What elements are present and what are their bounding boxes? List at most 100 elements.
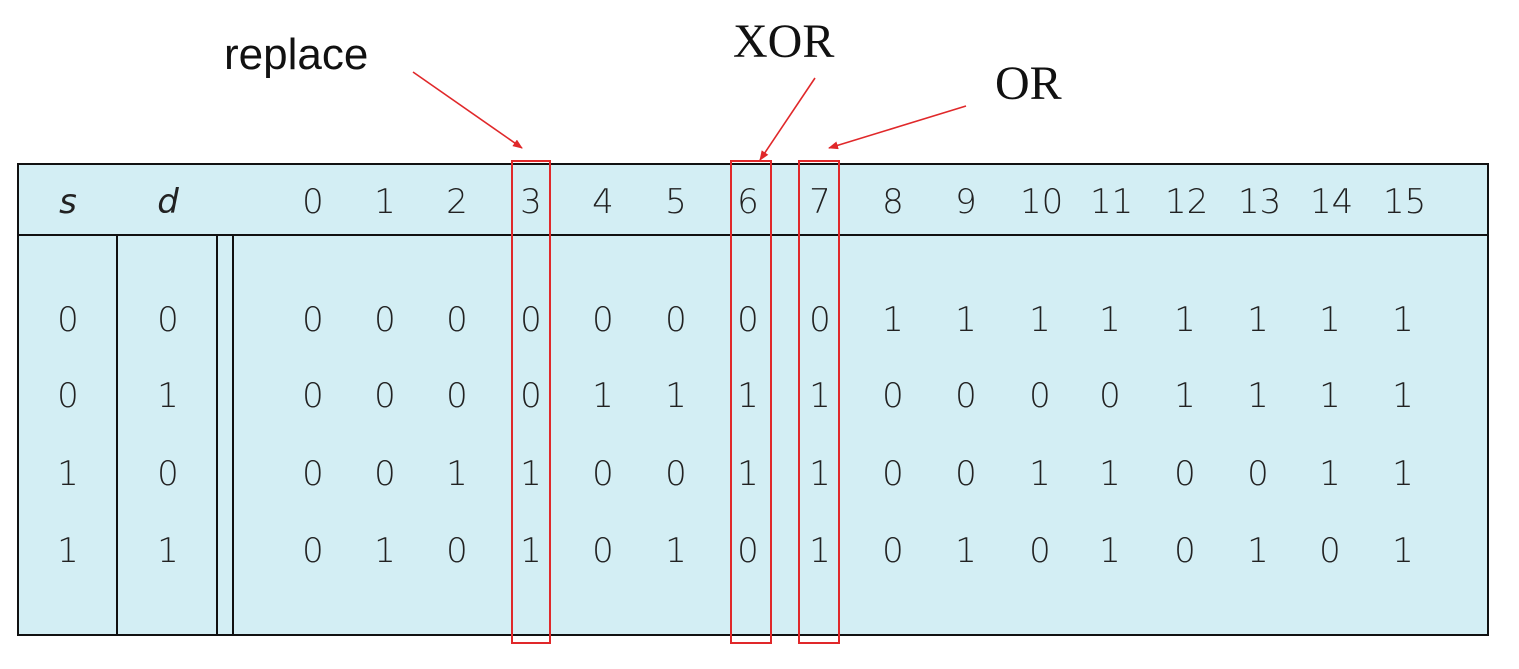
cell-row-3-col-3: 1: [520, 531, 542, 571]
cell-row-3-col-9: 1: [955, 531, 977, 571]
highlight-column-7: [798, 160, 840, 644]
header-divider: [17, 234, 1489, 236]
header-col-1: 1: [374, 182, 396, 222]
column-divider-d: [216, 236, 218, 636]
xor-label: XOR: [733, 15, 835, 68]
cell-row-1-col-10: 0: [1029, 376, 1051, 416]
cell-row-1-col-4: 1: [592, 376, 614, 416]
cell-row-1-col-12: 1: [1174, 376, 1196, 416]
cell-row-3-col-7: 1: [809, 531, 831, 571]
header-col-3: 3: [520, 182, 542, 222]
cell-row-2-col-1: 0: [374, 454, 396, 494]
cell-row-3-col-4: 0: [592, 531, 614, 571]
or-arrow: [828, 105, 967, 150]
cell-row-3-col-14: 0: [1319, 531, 1341, 571]
cell-row-0-col-15: 1: [1392, 300, 1414, 340]
cell-d-row-1: 1: [157, 376, 179, 416]
cell-row-0-col-4: 0: [592, 300, 614, 340]
cell-row-2-col-8: 0: [882, 454, 904, 494]
cell-row-0-col-1: 0: [374, 300, 396, 340]
header-col-7: 7: [809, 182, 831, 222]
header-col-6: 6: [737, 182, 759, 222]
cell-row-2-col-10: 1: [1029, 454, 1051, 494]
cell-s-row-3: 1: [57, 531, 79, 571]
truth-table: [17, 163, 1489, 636]
header-col-11: 11: [1090, 182, 1134, 222]
cell-s-row-2: 1: [57, 454, 79, 494]
cell-d-row-2: 0: [157, 454, 179, 494]
header-col-10: 10: [1020, 182, 1064, 222]
header-col-13: 13: [1238, 182, 1282, 222]
cell-row-1-col-13: 1: [1247, 376, 1269, 416]
header-col-9: 9: [955, 182, 977, 222]
cell-row-0-col-9: 1: [955, 300, 977, 340]
cell-row-2-col-6: 1: [737, 454, 759, 494]
cell-row-1-col-1: 0: [374, 376, 396, 416]
cell-row-3-col-12: 0: [1174, 531, 1196, 571]
cell-s-row-1: 0: [57, 376, 79, 416]
cell-row-2-col-4: 0: [592, 454, 614, 494]
cell-d-row-3: 1: [157, 531, 179, 571]
or-label: OR: [995, 57, 1062, 110]
cell-row-3-col-8: 0: [882, 531, 904, 571]
cell-row-1-col-0: 0: [302, 376, 324, 416]
cell-row-0-col-5: 0: [665, 300, 687, 340]
cell-row-3-col-2: 0: [446, 531, 468, 571]
header-col-4: 4: [592, 182, 614, 222]
cell-row-0-col-13: 1: [1247, 300, 1269, 340]
replace-label: replace: [224, 30, 369, 79]
cell-row-2-col-12: 0: [1174, 454, 1196, 494]
cell-row-1-col-14: 1: [1319, 376, 1341, 416]
cell-row-1-col-15: 1: [1392, 376, 1414, 416]
cell-row-3-col-11: 1: [1099, 531, 1121, 571]
header-col-15: 15: [1383, 182, 1427, 222]
highlight-column-6: [730, 160, 772, 644]
cell-row-0-col-14: 1: [1319, 300, 1341, 340]
cell-row-1-col-6: 1: [737, 376, 759, 416]
cell-d-row-0: 0: [157, 300, 179, 340]
highlight-column-3: [511, 160, 551, 644]
replace-arrow: [412, 71, 523, 149]
cell-row-0-col-6: 0: [737, 300, 759, 340]
cell-row-2-col-13: 0: [1247, 454, 1269, 494]
cell-row-2-col-11: 1: [1099, 454, 1121, 494]
cell-row-0-col-12: 1: [1174, 300, 1196, 340]
cell-row-1-col-2: 0: [446, 376, 468, 416]
xor-arrow: [759, 77, 816, 161]
cell-row-3-col-0: 0: [302, 531, 324, 571]
header-col-8: 8: [882, 182, 904, 222]
cell-row-2-col-14: 1: [1319, 454, 1341, 494]
cell-row-2-col-2: 1: [446, 454, 468, 494]
header-s: s: [59, 182, 77, 222]
cell-row-1-col-9: 0: [955, 376, 977, 416]
cell-row-1-col-5: 1: [665, 376, 687, 416]
cell-row-0-col-7: 0: [809, 300, 831, 340]
column-divider-double: [232, 236, 234, 636]
cell-row-0-col-0: 0: [302, 300, 324, 340]
header-col-14: 14: [1310, 182, 1354, 222]
cell-row-2-col-3: 1: [520, 454, 542, 494]
header-d: d: [157, 182, 179, 222]
cell-row-1-col-3: 0: [520, 376, 542, 416]
cell-row-1-col-7: 1: [809, 376, 831, 416]
cell-row-1-col-8: 0: [882, 376, 904, 416]
cell-row-3-col-15: 1: [1392, 531, 1414, 571]
cell-row-0-col-11: 1: [1099, 300, 1121, 340]
cell-row-0-col-8: 1: [882, 300, 904, 340]
cell-row-3-col-13: 1: [1247, 531, 1269, 571]
cell-s-row-0: 0: [57, 300, 79, 340]
column-divider-s: [116, 236, 118, 636]
cell-row-2-col-5: 0: [665, 454, 687, 494]
header-col-2: 2: [446, 182, 468, 222]
cell-row-0-col-2: 0: [446, 300, 468, 340]
cell-row-1-col-11: 0: [1099, 376, 1121, 416]
cell-row-0-col-10: 1: [1029, 300, 1051, 340]
cell-row-3-col-6: 0: [737, 531, 759, 571]
header-col-5: 5: [665, 182, 687, 222]
header-col-0: 0: [302, 182, 324, 222]
header-col-12: 12: [1165, 182, 1209, 222]
cell-row-2-col-0: 0: [302, 454, 324, 494]
cell-row-3-col-5: 1: [665, 531, 687, 571]
